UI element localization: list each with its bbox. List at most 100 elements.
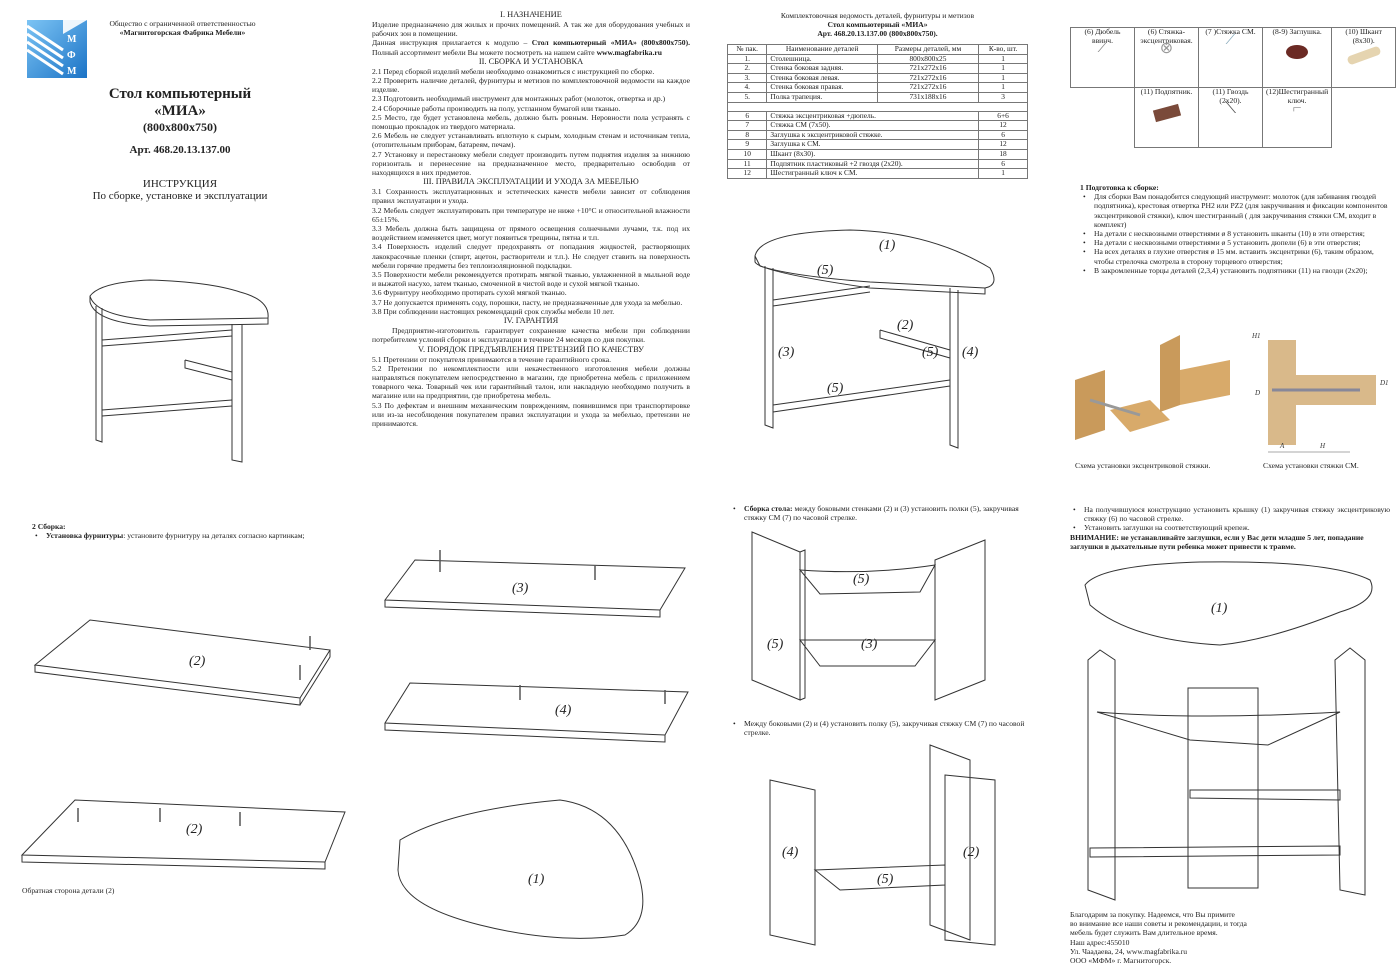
hardware-cell: (6) Стяжка-эксцентриковая.⊗: [1134, 27, 1199, 88]
part-label: (5): [817, 263, 834, 278]
prep-item: В закромленные торцы деталей (2,3,4) уст…: [1080, 266, 1390, 275]
cm-scheme-drawing: H1D D1A H: [1251, 332, 1389, 453]
product-size: (800x800x750): [143, 120, 217, 134]
section-item: 2.3 Подготовить необходимый инструмент д…: [372, 94, 666, 104]
dim-label: D: [1254, 389, 1260, 397]
part-label: (3): [778, 345, 795, 360]
footer-address: Ул. Чаадаева, 24, www.magfabrika.ru: [1070, 946, 1188, 956]
section-item: 2.6 Мебель не следует устанавливать впло…: [372, 131, 690, 150]
step-text: между боковыми стенками (2) и (3) устано…: [744, 504, 1019, 523]
cm-scheme-caption: Схема установки стяжки СМ.: [1263, 461, 1359, 470]
dim-label: H1: [1251, 332, 1261, 340]
section-item: 5.3 По дефектам и внешним механическим п…: [372, 400, 690, 428]
dim-label: A: [1279, 442, 1285, 450]
nail-icon: ⟍: [1224, 100, 1237, 118]
dim-label: H: [1319, 442, 1326, 450]
hardware-cell: (8-9) Заглушка.: [1261, 27, 1333, 88]
company-name: Общество с ограниченной ответственностью…: [95, 19, 270, 37]
hardware-cell: (7 )Стяжка СМ.⟋: [1198, 27, 1263, 88]
part-label: (4): [962, 345, 979, 360]
hardware-cell: (11) Гвоздь (2x20).⟍: [1198, 87, 1263, 148]
hardware-cell: (12)Шестигранный ключ.⌐: [1261, 87, 1333, 148]
part-label: (1): [528, 872, 545, 887]
back-side-caption: Обратная сторона детали (2): [22, 886, 115, 895]
spacer-row: [727, 101, 1028, 112]
section-item: 2.1 Перед сборкой изделий мебели необход…: [372, 66, 655, 76]
company-line1: Общество с ограниченной ответственностью: [109, 19, 256, 28]
logo-stripes-icon: МФМ: [27, 20, 87, 77]
hardware-label: (7 )Стяжка СМ.: [1205, 27, 1256, 36]
manual-text: I. НАЗНАЧЕНИЕ Изделие предназначено для …: [372, 10, 690, 428]
part-label: (2): [897, 318, 914, 333]
section-item: 5.1 Претензии от покупателя принимаются …: [372, 354, 612, 364]
hardware-label: (11) Гвоздь (2x20).: [1212, 87, 1249, 105]
part-label: (4): [782, 845, 799, 860]
section-1-title: I. НАЗНАЧЕНИЕ: [500, 10, 562, 19]
website-link[interactable]: www.magfabrika.ru: [596, 47, 662, 57]
part-label: (4): [555, 703, 572, 718]
section-item: 3.2 Мебель следует эксплуатировать при т…: [372, 205, 690, 224]
section-item: 3.1 Сохранность эксплуатационных и эстет…: [372, 187, 690, 206]
step-bold: Установка фурнитуры: [46, 531, 124, 541]
footer-line: Благодарим за покупку. Надеемся, что Вы …: [1070, 910, 1235, 919]
prep-item: На всех деталях в глухие отверстия ø 15 …: [1080, 247, 1390, 265]
step-text: Установить заглушки на соответствующий к…: [1070, 523, 1390, 532]
section-3-title: III. ПРАВИЛА ЭКСПЛУАТАЦИИ И УХОДА ЗА МЕБ…: [423, 177, 639, 187]
dim-label: D1: [1379, 379, 1389, 387]
part-label: (5): [827, 381, 844, 396]
hardware-label: (8-9) Заглушка.: [1272, 27, 1322, 36]
instruction-heading: ИНСТРУКЦИЯ: [142, 178, 218, 190]
prep-title: 1 Подготовка к сборке:: [1080, 183, 1159, 192]
hardware-cell: (11) Подпятник.: [1134, 87, 1199, 148]
hardware-label: (6) Стяжка-эксцентриковая.: [1140, 27, 1193, 45]
product-name: Стол компьютерный «МИА» (800x800x750).: [531, 38, 690, 48]
svg-text:М: М: [67, 66, 77, 77]
parts-list-heading: Комплектовочная ведомость деталей, фурни…: [727, 11, 1028, 39]
section-item: 2.5 Место, где будет установлена мебель,…: [372, 112, 690, 132]
assembly-title: 2 Сборка:: [32, 522, 66, 531]
instruction-subheading: По сборке, установке и эксплуатации: [92, 190, 268, 202]
hardware-cell: (10) Шкант (8x30).: [1331, 27, 1397, 88]
section-2-title: II. СБОРКА И УСТАНОВКА: [478, 56, 584, 66]
hardware-label: (11) Подпятник.: [1140, 87, 1193, 96]
section-item: 3.3 Мебель должна быть защищена от прямо…: [372, 224, 690, 243]
step-text: : установите фурнитуру на деталях соглас…: [123, 531, 305, 541]
hardware-label: (12)Шестигранный ключ.: [1266, 87, 1329, 105]
screw-icon: ⟋: [1225, 32, 1236, 48]
product-article: Арт. 468.20.13.137.00: [129, 144, 231, 156]
step-assemble-sides: Сборка стола: между боковыми стенками (2…: [730, 504, 1040, 522]
preparation-section: 1 Подготовка к сборке: Для сборки Вам по…: [1080, 183, 1390, 275]
svg-text:Ф: Ф: [67, 50, 76, 61]
section-item: 2.7 Установку и перестановку мебели след…: [372, 149, 690, 178]
hex-key-icon: ⌐: [1292, 100, 1302, 118]
parts-product: Стол компьютерный «МИА»: [827, 20, 928, 30]
section-item: 3.7 Не допускается применять соду, порош…: [372, 297, 683, 307]
product-title-block: Стол компьютерный «МИА» (800x800x750) Ар…: [30, 86, 330, 202]
warranty-text: Предприятие-изготовитель гарантирует сох…: [372, 326, 690, 345]
eccentric-icon: ⊗: [1159, 40, 1174, 58]
product-title: Стол компьютерный: [108, 86, 252, 102]
prep-item: На детали с несквозными отверстиями ø 5 …: [1080, 238, 1390, 247]
step-assemble-back: Между боковыми (2) и (4) установить полк…: [730, 719, 1040, 737]
section-item: 3.4 Поверхность изделий следует предохра…: [372, 242, 690, 270]
company-line2: «Магнитогорская Фабрика Мебели»: [119, 28, 246, 38]
part-label: (5): [767, 637, 784, 652]
step-bold: Сборка стола:: [744, 504, 793, 513]
dowel-icon: ⟋: [1097, 41, 1108, 57]
product-model: «МИА»: [154, 103, 206, 119]
parts-cell: 1: [978, 168, 1028, 179]
eccentric-scheme-caption: Схема установки эксцентриковой стяжки.: [1075, 461, 1211, 470]
footer-line: во внимание все наши советы и рекомендац…: [1070, 919, 1247, 929]
section-item: 3.6 Фурнитуру необходимо протирать сухой…: [372, 288, 567, 298]
warning-text: ВНИМАНИЕ: не устанавливайте заглушки, ес…: [1070, 532, 1364, 551]
part-label: (2): [189, 654, 206, 669]
section-1-paragraph-2: Данная инструкция прилагается к модулю –…: [372, 38, 690, 56]
hardware-table: (6) Дюбель ввинч.⟋ (6) Стяжка-эксцентрик…: [1070, 27, 1397, 148]
footer-address: Наш адрес:455010: [1070, 937, 1130, 947]
